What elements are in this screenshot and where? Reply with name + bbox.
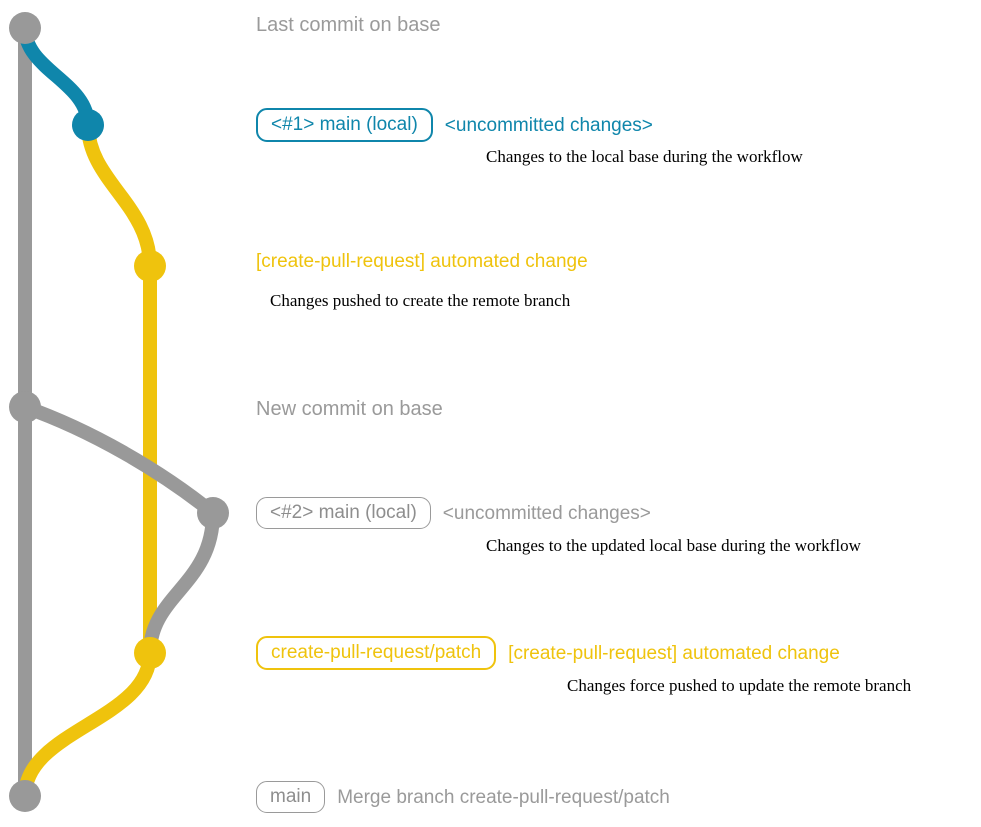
commit-subject-local-1: <uncommitted changes> (444, 114, 653, 136)
edge-base-to-local-1 (18, 21, 95, 132)
commit-node-new-commit-on-base[interactable] (9, 391, 41, 423)
commit-row-local-2: <#2> main (local) <uncommitted changes> (256, 497, 651, 529)
edge-local-1-to-remote-1 (81, 118, 157, 273)
commit-row-remote-2: create-pull-request/patch [create-pull-r… (256, 636, 840, 670)
branch-badge-local-2[interactable]: <#2> main (local) (256, 497, 431, 529)
commit-row-local-1: <#1> main (local) <uncommitted changes> (256, 108, 653, 142)
branch-badge-create-pull-request-patch[interactable]: create-pull-request/patch (256, 636, 497, 670)
commit-subject-local-2: <uncommitted changes> (442, 502, 651, 524)
branch-badge-local-1[interactable]: <#1> main (local) (256, 108, 433, 142)
commit-description-local-1: Changes to the local base during the wor… (486, 147, 803, 166)
commit-node-merge[interactable] (9, 780, 41, 812)
branch-badge-main[interactable]: main (256, 781, 326, 813)
commit-subject-new-commit-on-base: New commit on base (256, 398, 443, 420)
commit-subject-remote-2: [create-pull-request] automated change (508, 642, 840, 664)
commit-row-remote-1: [create-pull-request] automated change (256, 252, 588, 271)
commit-node-last-commit-on-base[interactable] (9, 12, 41, 44)
commit-subject-merge: Merge branch create-pull-request/patch (337, 786, 670, 808)
commit-node-local-2[interactable] (197, 497, 229, 529)
commit-graph (9, 12, 229, 812)
commit-node-remote-2[interactable] (134, 637, 166, 669)
edge-merge-node-to-remote-2 (143, 506, 220, 660)
commit-subject-last-commit-on-base: Last commit on base (256, 14, 441, 36)
commit-description-local-2: Changes to the updated local base during… (486, 536, 861, 555)
commit-node-remote-1[interactable] (134, 250, 166, 282)
edge-remote-2-to-merge-commit (18, 646, 157, 803)
commit-subject-remote-1: [create-pull-request] automated change (256, 251, 588, 272)
commit-description-remote-1: Changes pushed to create the remote bran… (270, 291, 571, 310)
commit-description-remote-2: Changes force pushed to update the remot… (567, 676, 912, 695)
commit-row-merge: main Merge branch create-pull-request/pa… (256, 781, 670, 813)
edge-base-2-to-merge-node (18, 400, 220, 520)
commit-node-local-1[interactable] (72, 109, 104, 141)
